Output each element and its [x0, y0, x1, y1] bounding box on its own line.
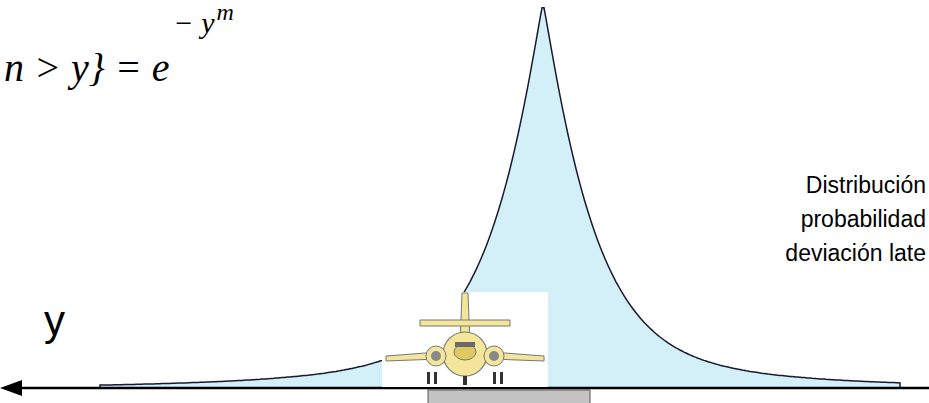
runway [428, 390, 590, 403]
annotation-text: probabilidad [801, 208, 926, 231]
y-axis [18, 387, 929, 390]
formula-exponent-power: m [217, 0, 234, 24]
annotation-text: deviación late [785, 242, 926, 265]
airplane-front-view [382, 292, 548, 387]
axis-arrowhead [0, 380, 22, 396]
formula-main: n > y} = e [4, 48, 170, 88]
probability-curve [100, 8, 900, 388]
formula-exponent: − y [174, 8, 215, 38]
axis-label: y [44, 300, 65, 342]
annotation-text: Distribución [806, 174, 926, 197]
